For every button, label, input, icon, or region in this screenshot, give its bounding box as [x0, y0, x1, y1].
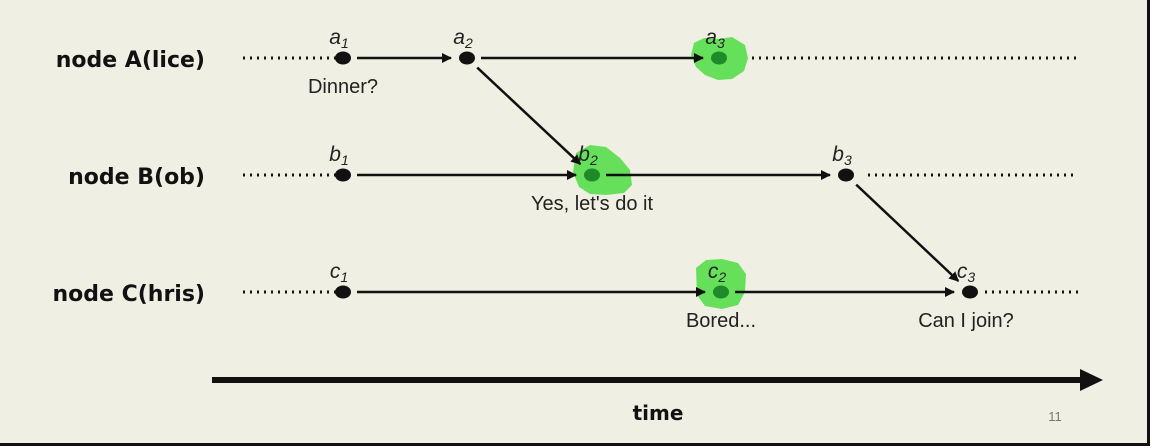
event-dot-a3	[711, 51, 727, 65]
event-letter-c2: c	[708, 260, 719, 283]
event-letter-a3: a	[705, 26, 717, 49]
event-dots	[335, 51, 978, 299]
event-subscript-a1: 1	[341, 35, 349, 51]
message-yes: Yes, let's do it	[531, 193, 653, 215]
event-subscript-b2: 2	[589, 152, 598, 168]
node-label-chris: node C(hris)	[52, 282, 205, 307]
event-letter-b3: b	[832, 143, 844, 166]
edge-b3-c3	[855, 183, 960, 282]
event-subscript-b3: 3	[844, 152, 852, 168]
event-letter-c3: c	[957, 260, 968, 283]
message-bored: Bored...	[686, 310, 756, 332]
event-label-c3: c3	[957, 260, 976, 285]
time-axis-arrowhead	[1080, 369, 1103, 391]
event-letter-b1: b	[329, 143, 341, 166]
event-dot-a1	[335, 51, 351, 65]
event-letter-b2: b	[578, 143, 590, 166]
event-label-a3: a3	[705, 26, 725, 51]
message-dinner: Dinner?	[308, 76, 378, 98]
event-letter-a2: a	[453, 26, 465, 49]
event-dot-b3	[838, 168, 854, 182]
event-subscript-a2: 2	[464, 35, 473, 51]
event-dot-c1	[335, 285, 351, 299]
highlight-b2	[573, 145, 632, 195]
event-label-a2: a2	[453, 26, 473, 51]
event-subscript-a3: 3	[717, 35, 725, 51]
event-letter-c1: c	[330, 260, 341, 283]
timelines	[243, 56, 1078, 294]
event-dot-c2	[713, 285, 729, 299]
event-label-a1: a1	[329, 26, 348, 51]
event-subscript-c3: 3	[967, 269, 975, 285]
event-label-b3: b3	[832, 143, 852, 168]
highlight-c2	[696, 259, 746, 309]
event-dot-b2	[584, 168, 600, 182]
event-subscript-c1: 1	[340, 269, 348, 285]
event-dot-c3	[962, 285, 978, 299]
message-labels: Dinner? Yes, let's do it Bored... Can I …	[308, 76, 1014, 332]
message-can-i-join: Can I join?	[918, 310, 1014, 332]
edge-a2-b2	[476, 66, 582, 165]
event-dot-b1	[335, 168, 351, 182]
event-label-b2: b2	[578, 143, 598, 168]
page-number: 11	[1048, 409, 1062, 424]
edges	[357, 53, 960, 297]
event-subscript-b1: 1	[341, 152, 349, 168]
node-label-bob: node B(ob)	[68, 165, 205, 190]
event-label-c2: c2	[708, 260, 727, 285]
node-label-alice: node A(lice)	[56, 48, 205, 73]
event-dot-a2	[459, 51, 475, 65]
event-letter-a1: a	[329, 26, 341, 49]
event-label-b1: b1	[329, 143, 348, 168]
event-subscript-c2: 2	[717, 269, 726, 285]
event-label-c1: c1	[330, 260, 348, 285]
time-label: time	[633, 401, 684, 425]
